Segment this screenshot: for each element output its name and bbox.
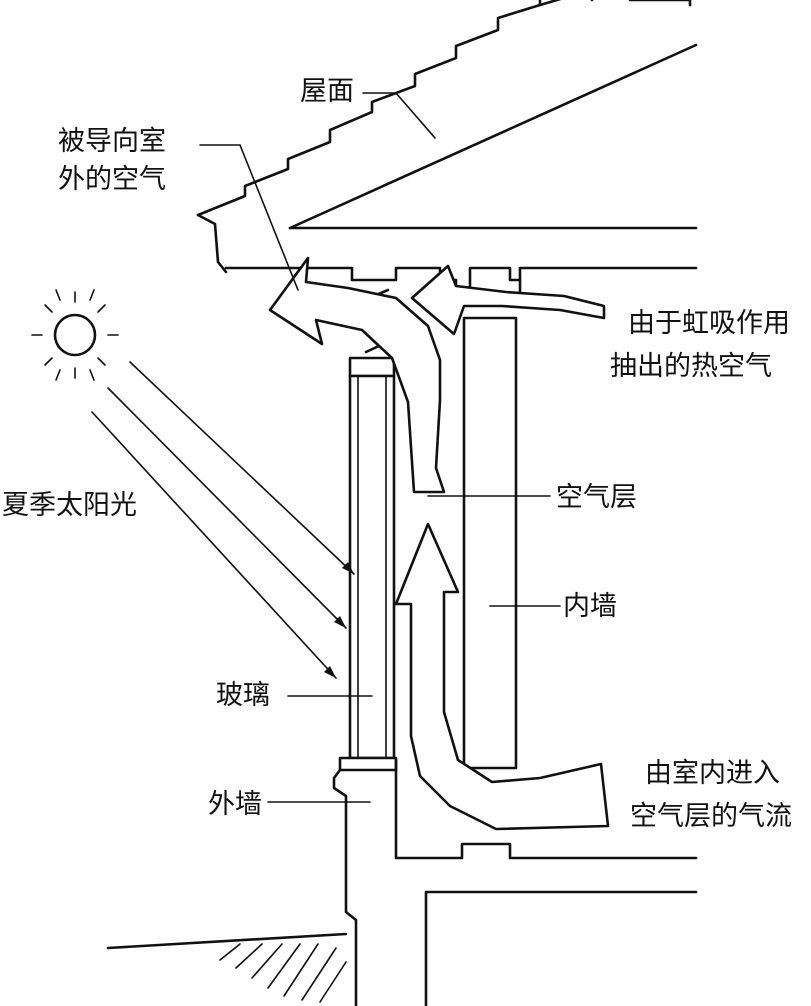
roof-upper-edge: [196, 213, 228, 274]
label-outer-wall: 外墙: [208, 789, 262, 820]
glass-frame-top: [348, 356, 396, 378]
exhaust-airflow-arrow: [268, 256, 446, 494]
label-outdoor-air-2: 外的空气: [58, 164, 166, 195]
floor-line: [424, 890, 698, 1006]
roof-tiles: [196, 0, 692, 217]
sun-rays: [31, 289, 119, 381]
label-inner-wall: 内墙: [563, 591, 617, 622]
label-summer-sun: 夏季太阳光: [2, 490, 137, 521]
sunlight-arrowheads: [324, 562, 354, 678]
label-siphon-2: 抽出的热空气: [610, 351, 772, 382]
glass-pane: [348, 374, 396, 760]
siphon-airflow-arrow: [410, 264, 606, 336]
sun-icon: [53, 313, 97, 357]
label-siphon-1: 由于虹吸作用: [628, 308, 790, 339]
label-indoor-flow-1: 由室内进入: [645, 758, 780, 789]
roof-steps-top: [538, 0, 562, 7]
sunlight-rays: [91, 361, 355, 679]
label-roof: 屋面: [300, 76, 354, 107]
glass-frame-bottom: [338, 756, 398, 772]
label-air-layer: 空气层: [556, 482, 637, 513]
roof-slope-line: [288, 43, 698, 230]
leader-lines: [199, 92, 561, 803]
inner-wall-shape: [462, 316, 518, 770]
outer-wall-body: [394, 758, 698, 860]
label-outdoor-air-1: 被导向室: [58, 126, 166, 157]
ground-line: [106, 932, 348, 950]
label-indoor-flow-2: 空气层的气流: [630, 801, 792, 832]
label-glass: 玻璃: [216, 680, 270, 711]
rising-airflow-arrow: [394, 522, 610, 831]
ground-hatch: [219, 943, 347, 1003]
outer-wall-left: [332, 768, 358, 1006]
